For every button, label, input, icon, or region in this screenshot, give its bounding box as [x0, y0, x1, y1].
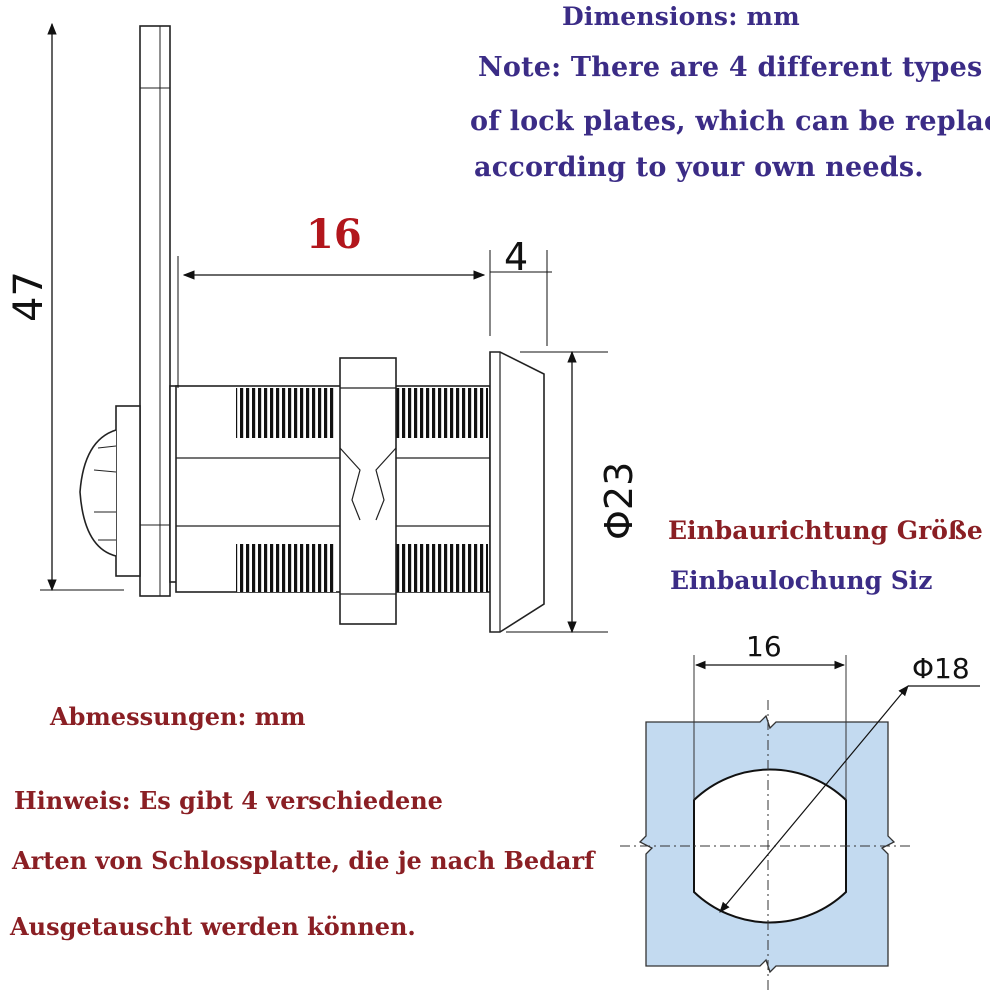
dimension-lines: [40, 22, 608, 634]
key-plug: [79, 429, 117, 557]
mounting-cutout-detail: [620, 655, 980, 990]
lock-side-view: [79, 25, 545, 633]
german-dimensions-title: Abmessungen: mm: [50, 702, 306, 731]
german-note-line: Arten von Schlossplatte, die je nach Bed…: [12, 846, 595, 875]
dim-cutout-diameter-18: Φ18: [912, 652, 970, 685]
thread-upper-left: [236, 388, 336, 438]
german-note-line: Ausgetauscht werden können.: [10, 912, 416, 941]
lock-plate: [139, 25, 171, 597]
dim-plate-47: 47: [6, 271, 52, 322]
dim-length-16: 16: [306, 211, 362, 258]
english-note-line: Note: There are 4 different types: [478, 52, 983, 83]
english-dimensions-title: Dimensions: mm: [562, 2, 800, 31]
thread-lower-right: [396, 544, 488, 592]
german-note-line: Hinweis: Es gibt 4 verschiedene: [14, 786, 443, 815]
thread-lower-left: [236, 544, 336, 592]
dim-flange-4: 4: [504, 235, 528, 279]
english-note-line: according to your own needs.: [474, 152, 924, 183]
dim-cutout-width-16: 16: [746, 630, 782, 663]
install-hole-label: Einbaulochung Siz: [670, 566, 933, 595]
hex-nut: [339, 357, 397, 625]
thread-upper-right: [396, 388, 488, 438]
english-note-line: of lock plates, which can be replaced: [470, 106, 990, 137]
lock-flange: [489, 351, 545, 633]
install-direction-label: Einbaurichtung Größe: [668, 516, 983, 545]
dim-diameter-23: Φ23: [597, 462, 641, 540]
